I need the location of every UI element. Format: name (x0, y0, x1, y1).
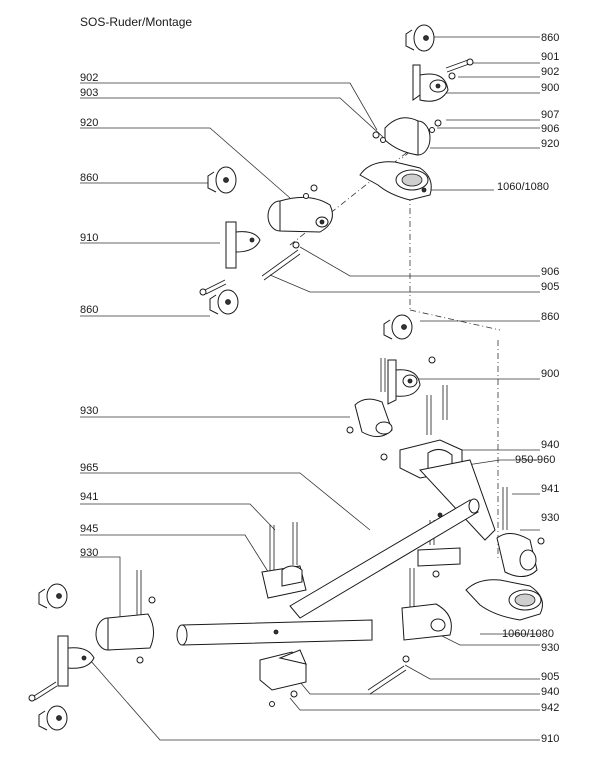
label-902: 902 (80, 72, 98, 84)
label-940: 940 (541, 686, 559, 698)
part-920-top (372, 117, 442, 156)
part-860-mid (383, 314, 413, 340)
label-905: 905 (541, 281, 559, 293)
label-910: 910 (80, 232, 98, 244)
part-1060-bottom (465, 579, 543, 621)
label-900: 900 (541, 368, 559, 380)
label-910: 910 (541, 733, 559, 745)
label-941: 941 (541, 483, 559, 495)
label-965: 965 (80, 462, 98, 474)
label-940: 940 (541, 439, 559, 451)
label-1060-1080: 1060/1080 (497, 181, 549, 193)
label-942: 942 (541, 702, 559, 714)
label-945: 945 (80, 523, 98, 535)
label-905: 905 (541, 671, 559, 683)
label-860: 860 (541, 311, 559, 323)
part-920-left (267, 184, 333, 233)
part-horizontal-bar (176, 619, 373, 646)
part-905-bottom (367, 655, 410, 695)
part-930-right (496, 533, 545, 577)
label-860: 860 (80, 172, 98, 184)
part-901-bolt (445, 58, 474, 73)
part-860-bottom-top (38, 583, 68, 609)
label-950-960: 950-960 (515, 454, 555, 466)
part-900-top (412, 64, 456, 102)
part-945-clamp (261, 565, 307, 599)
part-910-bottom (28, 635, 95, 702)
part-930-bottom-left (95, 570, 156, 664)
label-903: 903 (80, 87, 98, 99)
label-1060-1080: 1060/1080 (502, 628, 554, 640)
label-920: 920 (80, 117, 98, 129)
label-930: 930 (80, 547, 98, 559)
part-910-top (199, 221, 261, 296)
part-906-905-left (261, 241, 301, 281)
axis-lines (289, 134, 501, 560)
label-860: 860 (80, 304, 98, 316)
label-930: 930 (541, 642, 559, 654)
part-1060-top (359, 161, 432, 201)
label-906: 906 (541, 266, 559, 278)
label-901: 901 (541, 51, 559, 63)
part-number-labels: 860 901 902 900 907 906 920 1060/1080 90… (80, 32, 559, 745)
diagram-title: SOS-Ruder/Montage (80, 15, 192, 29)
part-860-left (207, 166, 237, 194)
part-940-942-bottom (259, 649, 307, 707)
part-930-mid (346, 395, 432, 461)
part-965-tube (289, 498, 480, 619)
label-920: 920 (541, 138, 559, 150)
label-900: 900 (541, 82, 559, 94)
label-902: 902 (541, 66, 559, 78)
label-906: 906 (541, 123, 559, 135)
label-907: 907 (541, 109, 559, 121)
label-860: 860 (541, 32, 559, 44)
part-900-mid (380, 356, 448, 420)
part-930-bottom-right (401, 568, 452, 641)
part-860-bottom-left (209, 289, 239, 315)
label-941: 941 (80, 491, 98, 503)
label-930: 930 (541, 512, 559, 524)
label-930: 930 (80, 405, 98, 417)
part-941-bolts (269, 487, 508, 572)
leader-lines (80, 36, 540, 741)
part-860-bottom-bottom (38, 705, 68, 731)
part-860-top (405, 24, 435, 52)
